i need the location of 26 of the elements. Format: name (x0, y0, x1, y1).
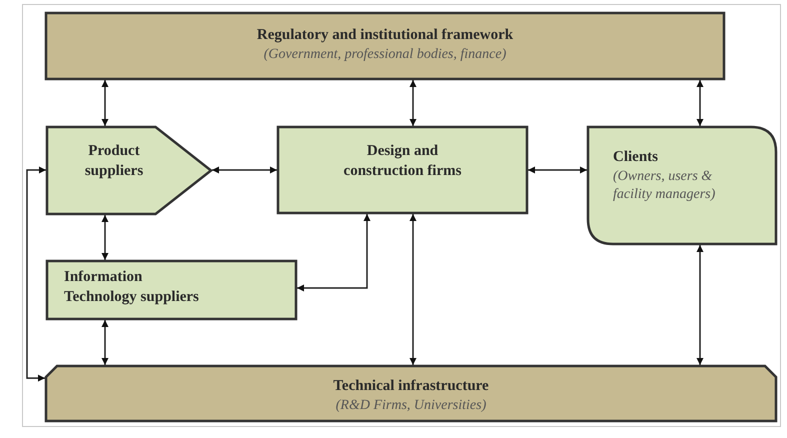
band-box (45, 365, 777, 422)
arrow (102, 80, 108, 126)
arrow (696, 245, 704, 365)
rounded-box (587, 126, 777, 245)
node-subtitle: (R&D Firms, Universities) (336, 396, 486, 414)
arrow (297, 214, 370, 292)
process-box (45, 12, 725, 80)
arrow (26, 166, 46, 382)
node-title: Product suppliers (84, 142, 144, 180)
node-title: Information Technology suppliers (64, 268, 200, 306)
node-title: Regulatory and institutional framework (256, 26, 514, 45)
arrow (410, 214, 416, 365)
arrow (102, 320, 108, 365)
node-subtitle: (Government, professional bodies, finance) (264, 46, 506, 64)
arrow (528, 166, 587, 174)
process-box (277, 126, 528, 214)
arrow (212, 166, 277, 174)
arrow (102, 215, 108, 260)
process-box (46, 260, 297, 320)
node-subtitle: (Owners, users & facility managers) (613, 168, 716, 204)
node-title: Clients (613, 148, 658, 167)
pentagon-box (46, 126, 212, 215)
arrow (410, 80, 416, 126)
arrow (696, 80, 704, 126)
node-title: Technical infrastructure (333, 377, 489, 396)
node-title: Design and construction firms (342, 142, 462, 180)
